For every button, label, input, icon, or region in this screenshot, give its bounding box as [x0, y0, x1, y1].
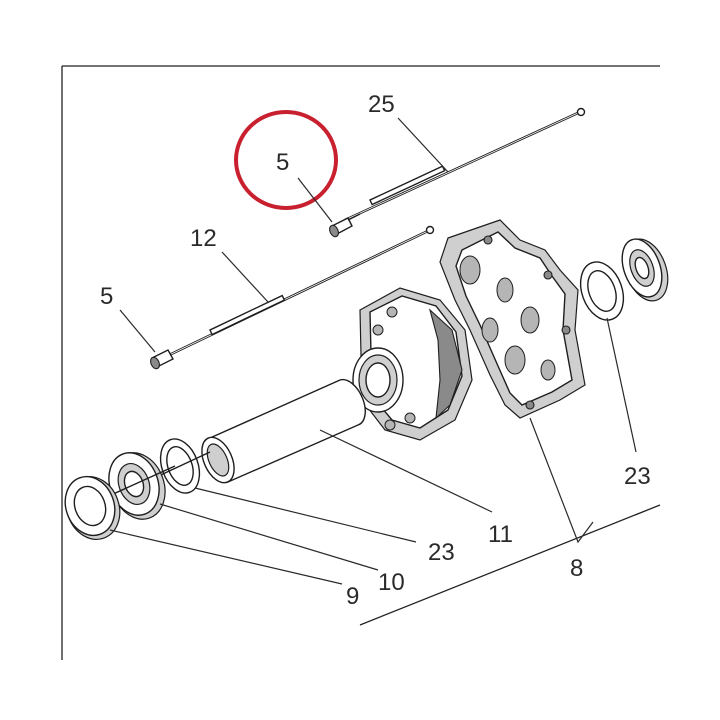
hub-body [352, 287, 473, 441]
callout-5-top: 5 [276, 149, 289, 176]
callout-23-bottom: 23 [428, 539, 455, 566]
seal-9 [64, 475, 121, 540]
leader-lines [109, 117, 637, 585]
callout-11: 11 [488, 521, 513, 548]
callout-23-right: 23 [624, 463, 651, 490]
hub-flange-8 [439, 219, 586, 419]
highlight-circle [234, 110, 338, 210]
bearing-10 [99, 452, 176, 520]
callout-8: 8 [570, 555, 583, 582]
spacer-tube-11 [201, 378, 366, 484]
diagram-frame [61, 65, 661, 660]
spoke-12 [164, 225, 435, 359]
callout-5-left: 5 [100, 283, 113, 310]
callout-12: 12 [190, 225, 217, 252]
nipple-5-top [329, 213, 361, 238]
seal-23-right [579, 261, 625, 321]
callout-25: 25 [368, 91, 395, 118]
callout-9: 9 [346, 583, 359, 610]
spoke-25 [344, 107, 586, 222]
nipple-5-left [150, 349, 174, 370]
callout-10: 10 [378, 569, 405, 596]
bearing-right [621, 238, 669, 302]
